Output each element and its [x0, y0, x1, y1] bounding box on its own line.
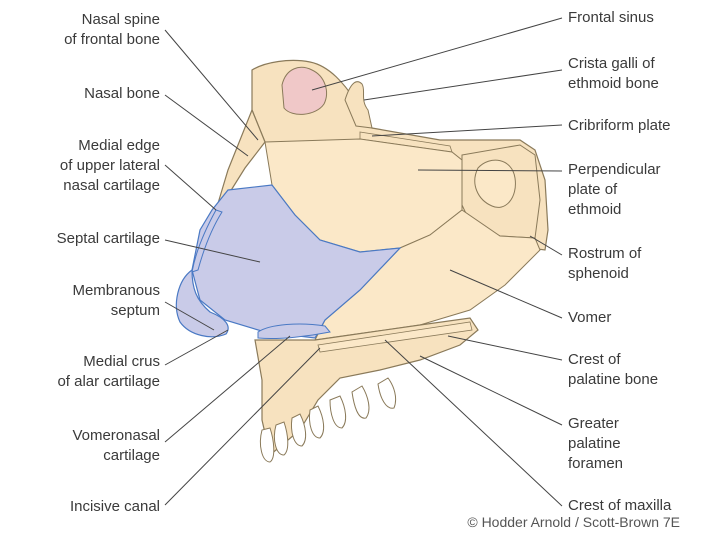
label-septal-cartilage: Septal cartilage	[56, 230, 160, 247]
leader-lines-left	[164, 29, 321, 506]
label-cribriform-plate: Cribriform plate	[568, 117, 671, 134]
sphenoid-sinus	[474, 159, 516, 208]
label-frontal-sinus: Frontal sinus	[568, 9, 654, 26]
membranous-septum-shape	[175, 268, 229, 338]
label-incisive-canal: Incisive canal	[69, 498, 160, 515]
upper-lateral-edge	[191, 209, 223, 273]
palatine-crest-shape	[317, 321, 473, 353]
copyright-credit: © Hodder Arnold / Scott-Brown 7E	[467, 514, 680, 530]
crista-galli-shape	[344, 81, 373, 129]
label-vomer: Vomer	[568, 309, 612, 326]
vomeronasal-shape	[257, 323, 331, 340]
label-crest-maxilla: Crest of maxilla	[568, 497, 672, 514]
leader-lines-right	[311, 17, 563, 507]
teeth	[259, 377, 397, 463]
label-nasal-bone: Nasal bone	[84, 85, 160, 102]
frontal-sinus-shape	[281, 66, 327, 115]
